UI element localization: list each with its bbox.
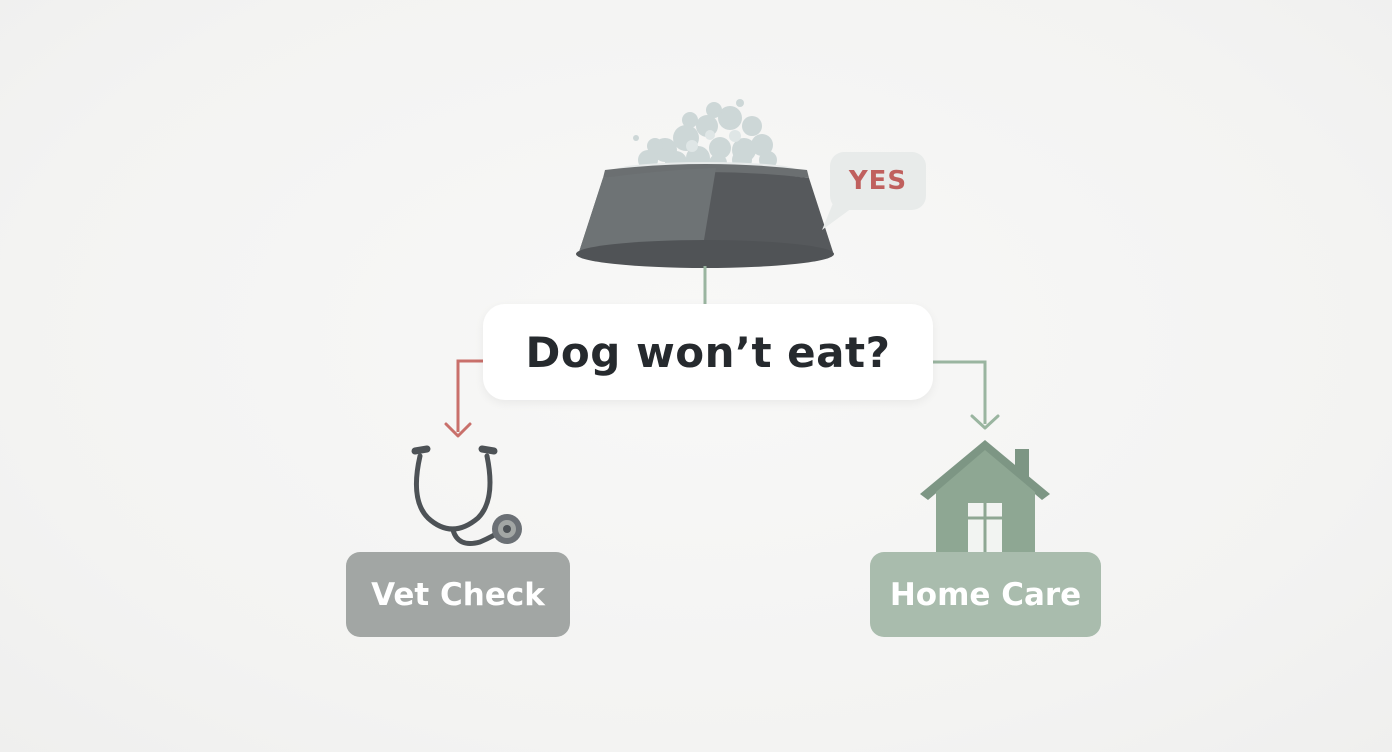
house-icon [920,440,1050,552]
food-bowl-icon [576,99,834,268]
home-care-node: Home Care [870,552,1101,637]
question-text: Dog won’t eat? [525,327,891,377]
yes-bubble: YES [830,152,926,210]
stethoscope-icon [411,445,505,546]
vet-check-node: Vet Check [346,552,570,637]
home-care-label: Home Care [889,576,1082,613]
vet-check-label: Vet Check [371,576,545,613]
question-node: Dog won’t eat? [483,304,933,400]
yes-label: YES [848,166,908,196]
